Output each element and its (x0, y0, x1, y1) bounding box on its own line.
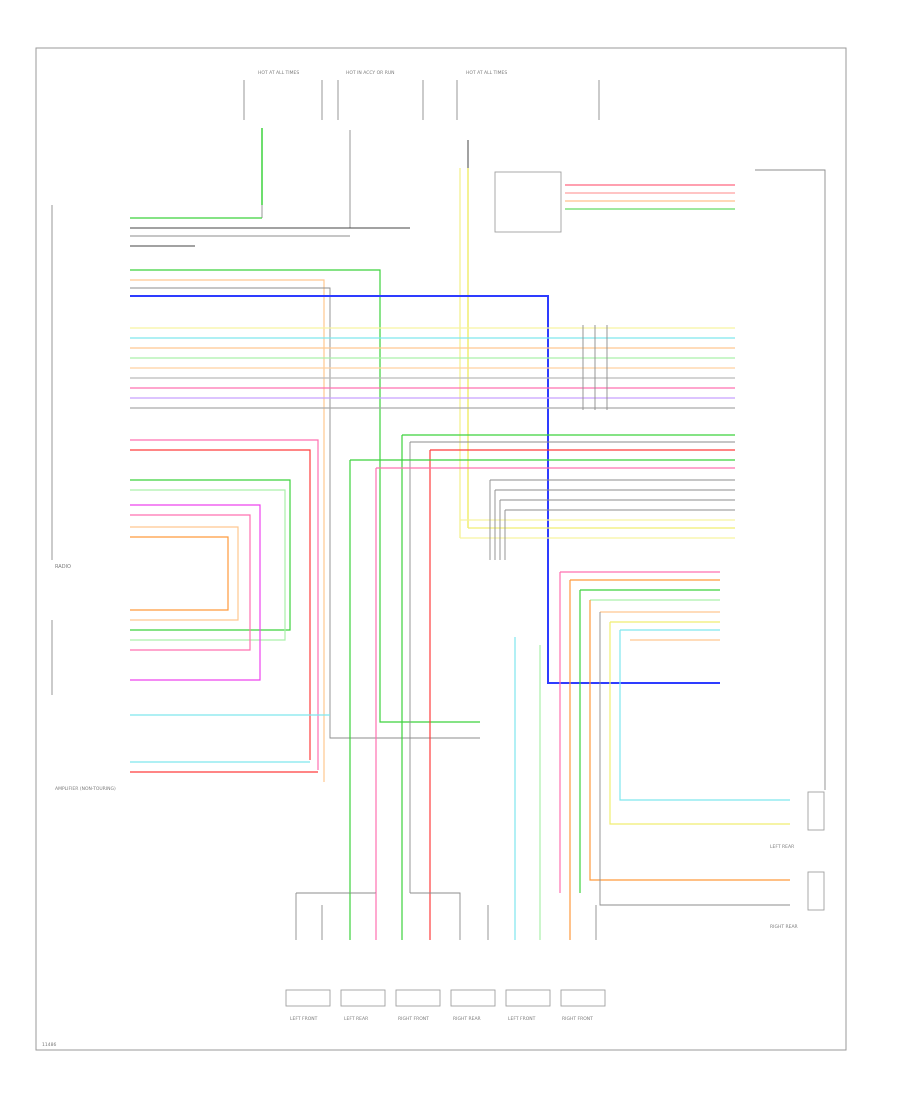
side-speaker-2 (807, 871, 825, 911)
svg-text:HOT IN ACCY OR RUN: HOT IN ACCY OR RUN (346, 70, 395, 76)
amp-label: AMPLIFIER (NON-TOURING) (55, 786, 116, 792)
side-speaker-1-label: LEFT REAR (770, 844, 794, 850)
radio-signal-gray (130, 287, 480, 739)
radio-signal-peach (130, 279, 325, 782)
svg-text:RIGHT FRONT: RIGHT FRONT (398, 1016, 429, 1022)
svg-text:RIGHT REAR: RIGHT REAR (453, 1016, 481, 1022)
speaker-left-rear-door: LEFT REAR (340, 989, 386, 1022)
delay-module (494, 171, 562, 233)
radio-signal-blue (130, 295, 720, 684)
speaker-right-front-door: RIGHT FRONT (395, 989, 441, 1022)
side-speaker-2-label: RIGHT REAR (770, 924, 798, 930)
speaker-drops (295, 892, 597, 940)
diagram-border (35, 47, 847, 1051)
radio-out-red (130, 449, 311, 760)
svg-text:HOT AT ALL TIMES: HOT AT ALL TIMES (466, 70, 507, 76)
svg-text:HOT AT ALL TIMES: HOT AT ALL TIMES (258, 70, 299, 76)
speaker-right-front-tweeter: RIGHT FRONT (560, 989, 606, 1022)
speaker-left-front-tweeter: LEFT FRONT (505, 989, 551, 1022)
speaker-right-rear-door: RIGHT REAR (450, 989, 496, 1022)
module-wires (565, 184, 735, 210)
side-speaker-1 (807, 791, 825, 831)
svg-text:LEFT FRONT: LEFT FRONT (290, 1016, 318, 1022)
svg-text:RIGHT FRONT: RIGHT FRONT (562, 1016, 593, 1022)
svg-text:LEFT FRONT: LEFT FRONT (508, 1016, 536, 1022)
speaker-left-front-door: LEFT FRONT (285, 989, 331, 1022)
tweeter-wires (559, 571, 790, 906)
top-source-2: HOT IN ACCY OR RUN (337, 70, 424, 120)
top-source-3: HOT AT ALL TIMES (456, 70, 600, 120)
svg-text:LEFT REAR: LEFT REAR (344, 1016, 368, 1022)
shield-lines (582, 325, 608, 410)
speaker-bus (130, 327, 735, 409)
ground-shield (489, 480, 506, 560)
amp-input-wires (130, 479, 291, 681)
radio-out-pink (130, 439, 319, 770)
right-edge-wire (755, 169, 826, 790)
top-source-1: HOT AT ALL TIMES (243, 70, 323, 120)
radio-label: RADIO (55, 564, 71, 570)
right-group-wires (349, 434, 735, 893)
footer-code: 11486 (42, 1042, 56, 1048)
